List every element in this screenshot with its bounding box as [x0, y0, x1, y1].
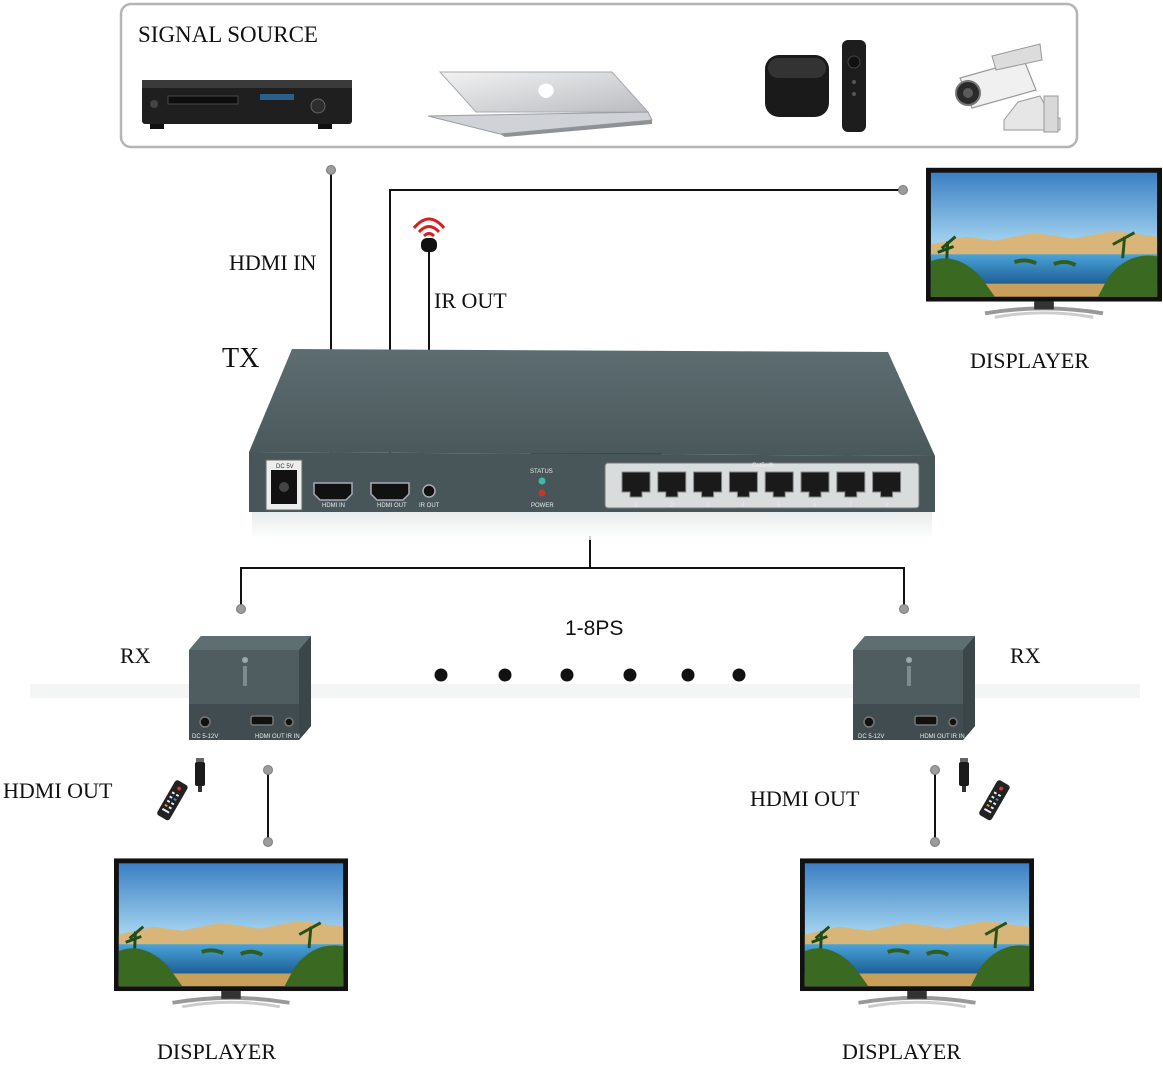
- tx-top: [249, 349, 935, 456]
- connector-dot: [326, 165, 336, 175]
- rx-left-ir-label: IR IN: [286, 734, 300, 740]
- cctv-camera-icon: [955, 43, 1061, 133]
- rj45-port-number: 8: [885, 503, 889, 509]
- rj45-port-number: 1: [634, 503, 638, 509]
- rx-right-hdmi-label: HDMI OUT: [920, 734, 950, 740]
- rx-right-displayer-label: DISPLAYER: [842, 1039, 961, 1064]
- signal-source-panel: SIGNAL SOURCE: [119, 2, 1079, 149]
- rj45-port-number: 6: [813, 503, 817, 509]
- rj45-port-number: 3: [706, 503, 710, 509]
- rx-left-displayer-label: DISPLAYER: [157, 1039, 276, 1064]
- connection-dots: [236, 165, 940, 847]
- ellipsis-dot: [681, 668, 695, 682]
- rj45-port-number: 4: [741, 503, 745, 509]
- tx-label: TX: [222, 343, 260, 374]
- rj45-port-4: [728, 471, 758, 498]
- rj45-port-number: 2: [670, 503, 674, 509]
- ellipsis-dot: [498, 668, 512, 682]
- rj45-ports: 1 2 3 4 5 6 7 8: [621, 471, 902, 509]
- tx-hdmi-out-port-label: HDMI OUT: [377, 503, 407, 509]
- rj45-port-1: [621, 471, 651, 498]
- rj45-port-number: 7: [849, 503, 853, 509]
- rj45-port-5: [764, 471, 794, 498]
- ellipsis-dot: [434, 668, 448, 682]
- rj45-port-7: [836, 471, 866, 498]
- connector-dot: [899, 604, 909, 614]
- ir-emitter-icon: [412, 217, 446, 252]
- rj45-port-2: [657, 471, 687, 498]
- ir-receiver-icon: [195, 758, 205, 792]
- rx-left-label: RX: [120, 643, 151, 668]
- rx-left-unit: DC 5-12V HDMI OUT IR IN: [114, 636, 348, 1007]
- power-led-icon: [538, 489, 546, 497]
- rx-left-hdmi-label: HDMI OUT: [255, 734, 285, 740]
- connector-dot: [236, 604, 246, 614]
- rj45-port-8: [872, 471, 902, 498]
- rx-left-hdmi-out-label: HDMI OUT: [3, 778, 113, 803]
- local-displayer-tv-icon: [926, 168, 1162, 317]
- remote-control-icon: [156, 779, 189, 822]
- tx-hdmi-in-port: [313, 482, 353, 501]
- tx-ir-out-port: [422, 484, 436, 498]
- connector-dot: [898, 185, 908, 195]
- status-led-icon: [538, 477, 546, 485]
- tx-unit: DC 5V HDMI IN HDMI OUT IR OUT STATUS POW…: [249, 349, 935, 540]
- tx-status-label: STATUS: [530, 469, 553, 475]
- rj45-port-block: [604, 462, 920, 509]
- ellipsis-dot: [623, 668, 637, 682]
- rx-right-dc-label: DC 5-12V: [858, 734, 884, 740]
- rx-right-label: RX: [1010, 643, 1041, 668]
- rx-left-box: [189, 636, 311, 741]
- rx-left-dc-label: DC 5-12V: [192, 734, 218, 740]
- ellipsis-dot: [732, 668, 746, 682]
- tx-power-label: POWER: [531, 503, 554, 509]
- hdmi-in-label: HDMI IN: [229, 250, 317, 275]
- ir-out-label: IR OUT: [434, 288, 507, 313]
- ir-receiver-icon: [959, 758, 969, 792]
- tx-hdmi-out-port: [370, 482, 410, 501]
- local-displayer-label: DISPLAYER: [970, 348, 1089, 373]
- distribution-cable: [240, 567, 905, 609]
- tx-ir-out-port-label: IR OUT: [419, 503, 440, 509]
- link-count-label: 1-8PS: [565, 617, 624, 640]
- tv-box-with-remote-icon: [765, 40, 866, 132]
- signal-source-title: SIGNAL SOURCE: [138, 22, 318, 47]
- receiver-count-dots: [434, 668, 746, 682]
- laptop-icon: [427, 71, 653, 137]
- rj45-port-3: [693, 471, 723, 498]
- rj45-port-number: 5: [777, 503, 781, 509]
- rj45-port-6: [800, 471, 830, 498]
- tx-cat-label: Cat5e/6: [752, 463, 774, 469]
- rx-right-unit: DC 5-12V HDMI OUT IR IN: [800, 636, 1034, 1007]
- rx-right-ir-label: IR IN: [951, 734, 965, 740]
- connector-dot: [930, 837, 940, 847]
- rx-left-displayer-tv-icon: [114, 858, 348, 1006]
- tx-dc-label: DC 5V: [276, 464, 294, 470]
- blu-ray-player-icon: [142, 80, 352, 129]
- connector-dot: [263, 837, 273, 847]
- connector-dot: [930, 765, 940, 775]
- rx-right-hdmi-out-label: HDMI OUT: [750, 786, 860, 811]
- ellipsis-dot: [560, 668, 574, 682]
- tx-hdmi-in-port-label: HDMI IN: [322, 503, 345, 509]
- rx-right-box: [853, 636, 975, 741]
- remote-control-icon: [978, 779, 1011, 822]
- rx-right-displayer-tv-icon: [800, 858, 1034, 1006]
- connector-dot: [263, 765, 273, 775]
